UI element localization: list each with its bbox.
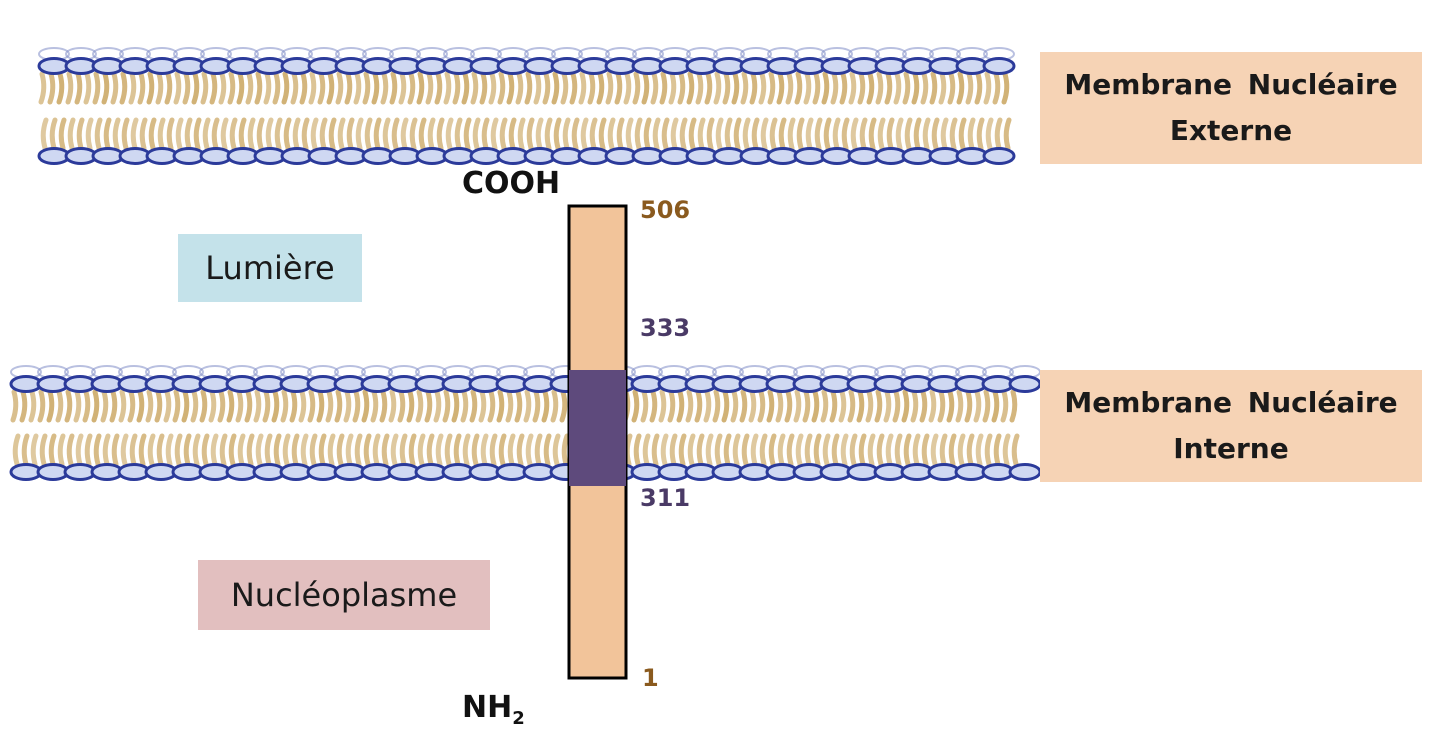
residue-1-label: 1: [642, 664, 659, 692]
transmembrane-domain: [569, 370, 626, 486]
inner-membrane-label-line1: Membrane Nucléaire: [1064, 386, 1398, 419]
n-terminus-label: NH2: [462, 690, 525, 729]
n-terminus-text: NH: [462, 690, 513, 725]
outer-membrane-label: Membrane Nucléaire Externe: [1040, 52, 1422, 164]
outer-nuclear-membrane: [37, 47, 1016, 165]
residue-333-label: 333: [640, 314, 691, 342]
n-terminus-subscript: 2: [512, 708, 525, 729]
nucleoplasm-label: Nucléoplasme: [198, 560, 490, 630]
inner-nuclear-membrane: [9, 365, 1042, 481]
outer-membrane-label-line1: Membrane Nucléaire: [1064, 68, 1398, 101]
inner-membrane-label-line2: Interne: [1173, 432, 1289, 465]
protein: [567, 204, 628, 680]
lumen-label: Lumière: [178, 234, 362, 302]
residue-506-label: 506: [640, 196, 691, 224]
residue-311-label: 311: [640, 484, 691, 512]
c-terminus-label: COOH: [462, 166, 561, 201]
inner-membrane-label: Membrane Nucléaire Interne: [1040, 370, 1422, 482]
outer-membrane-label-line2: Externe: [1169, 114, 1293, 147]
